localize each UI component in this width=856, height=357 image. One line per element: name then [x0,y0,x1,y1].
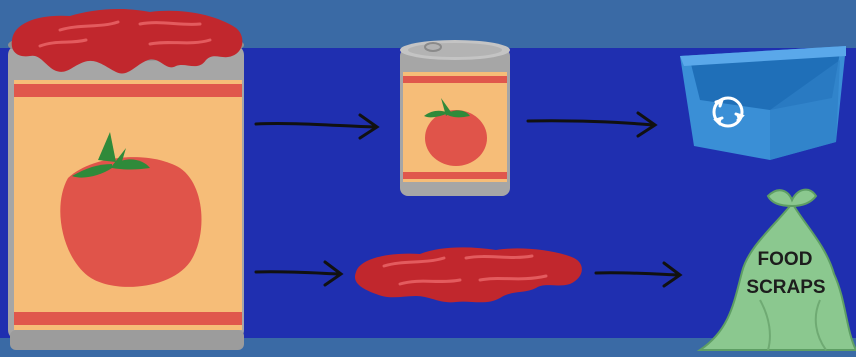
large-can-stripe-bottom [14,312,242,325]
bag-label-line-2: SCRAPS [746,277,825,298]
large-can-stripe-top [14,84,242,97]
large-tomato-can [8,9,244,350]
empty-tomato-can [400,40,510,196]
bag-label-line-1: FOOD [758,249,813,270]
recycle-bin [680,46,846,160]
